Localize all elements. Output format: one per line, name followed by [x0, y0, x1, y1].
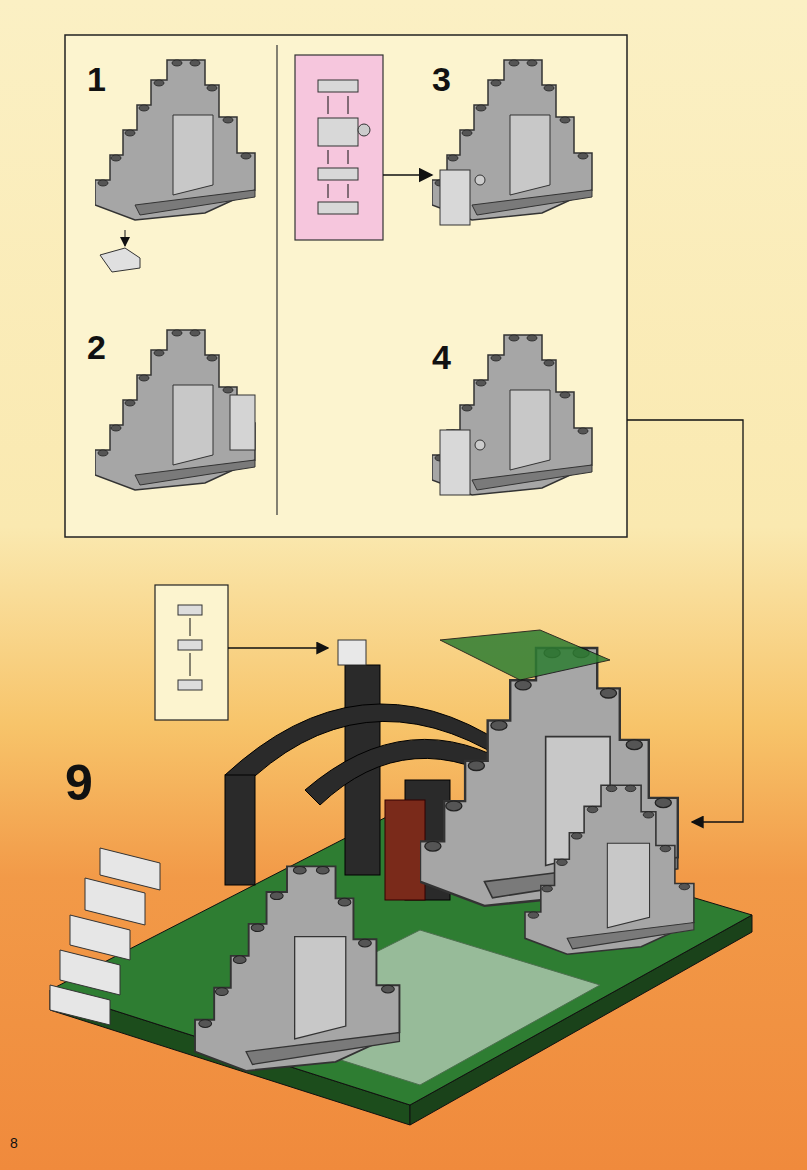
step-number: 3 — [432, 62, 451, 96]
sub-assembly-parts — [318, 80, 370, 214]
step-number: 4 — [432, 340, 451, 374]
sub-assembly-box — [295, 55, 383, 240]
step-number: 9 — [65, 758, 93, 808]
step-panel — [65, 35, 627, 537]
page-number: 8 — [10, 1136, 18, 1150]
callout-box — [155, 585, 228, 720]
step-number: 2 — [87, 330, 106, 364]
step-number: 1 — [87, 62, 106, 96]
stairs — [50, 848, 160, 1025]
